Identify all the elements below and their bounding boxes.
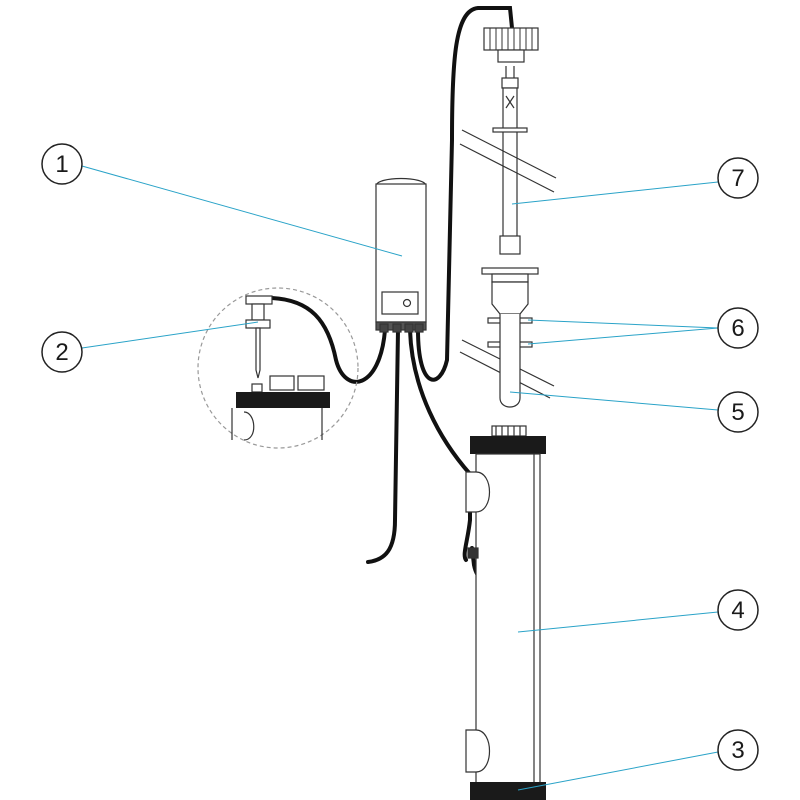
leader-line-4	[517, 611, 719, 633]
callout-label-2: 2	[55, 339, 68, 366]
cable-gland-2	[392, 323, 402, 333]
callout-5: 5	[717, 391, 759, 433]
leader-line-2	[81, 321, 259, 349]
ground-terminal	[467, 547, 479, 559]
callout-7: 7	[717, 157, 759, 199]
sensor-head	[245, 295, 273, 305]
callout-label-4: 4	[731, 597, 744, 624]
uv-lamp-assembly	[483, 27, 539, 255]
lamp-tube	[502, 87, 518, 254]
chamber-outlet-port	[465, 729, 490, 773]
lamp-connector-neck	[497, 49, 525, 63]
connector-ribs	[489, 28, 533, 50]
lamp-filament-icon	[505, 95, 515, 109]
sensor-detail	[197, 287, 359, 449]
leader-line-3	[517, 751, 719, 791]
leader-line-6a	[527, 319, 719, 329]
cable-gland-3	[404, 323, 414, 333]
callout-label-5: 5	[731, 399, 744, 426]
control-box-display	[381, 291, 419, 315]
callout-label-1: 1	[55, 151, 68, 178]
lamp-connector-cap	[483, 27, 539, 51]
leader-line-1	[81, 165, 403, 257]
leader-line-6b	[527, 327, 719, 345]
chamber-tube	[475, 453, 541, 785]
chamber-top-cap	[470, 436, 546, 454]
callout-label-6: 6	[731, 315, 744, 342]
chamber-port-detail	[243, 411, 255, 441]
sleeve-taper	[491, 281, 529, 315]
callout-label-7: 7	[731, 165, 744, 192]
lamp-power-cable	[416, 6, 514, 382]
quartz-sleeve-assembly	[481, 267, 539, 408]
cable-gland-1	[379, 323, 389, 333]
lamp-base	[501, 77, 519, 89]
chamber-top-detail	[236, 392, 330, 408]
callout-label-3: 3	[731, 737, 744, 764]
power-switch-icon	[402, 298, 412, 308]
sensor-socket-1	[269, 375, 295, 391]
sensor-cable	[270, 296, 387, 384]
uv-chamber	[465, 425, 546, 800]
quartz-sleeve	[499, 314, 521, 408]
sensor-nut	[245, 319, 271, 329]
control-box	[375, 177, 427, 333]
callout-3: 3	[717, 729, 759, 771]
callout-6: 6	[717, 307, 759, 349]
chamber-body-detail	[231, 408, 323, 440]
sleeve-flange	[481, 267, 539, 275]
ground-cable	[408, 328, 472, 562]
leader-lines	[81, 165, 719, 791]
sensor-socket-2	[297, 375, 325, 391]
callout-1: 1	[41, 143, 83, 185]
main-power-cable	[366, 328, 400, 564]
leader-line-5	[509, 391, 719, 411]
sleeve-nut	[491, 273, 529, 283]
callout-2: 2	[41, 331, 83, 373]
callouts: 1 2 3 4 5 6 7	[41, 143, 759, 771]
chamber-thread	[491, 425, 527, 437]
sensor-neck	[251, 303, 265, 321]
lamp-spacer	[492, 127, 528, 133]
cable-gland-4	[414, 323, 424, 333]
detail-circle	[197, 287, 359, 449]
leader-line-7	[511, 181, 719, 205]
sensor-socket-small	[251, 383, 263, 393]
lamp-end	[499, 235, 521, 255]
chamber-inlet-port	[465, 471, 490, 513]
callout-4: 4	[717, 589, 759, 631]
sensor-probe	[255, 327, 261, 379]
chamber-bottom-cap	[470, 782, 546, 800]
